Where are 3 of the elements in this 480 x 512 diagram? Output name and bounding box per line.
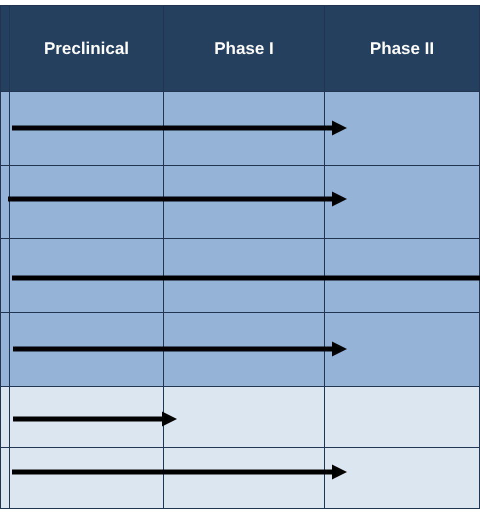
column-header: Phase I (163, 5, 325, 92)
column-header: Preclinical (9, 5, 164, 92)
column-header: Phase II (324, 5, 480, 92)
